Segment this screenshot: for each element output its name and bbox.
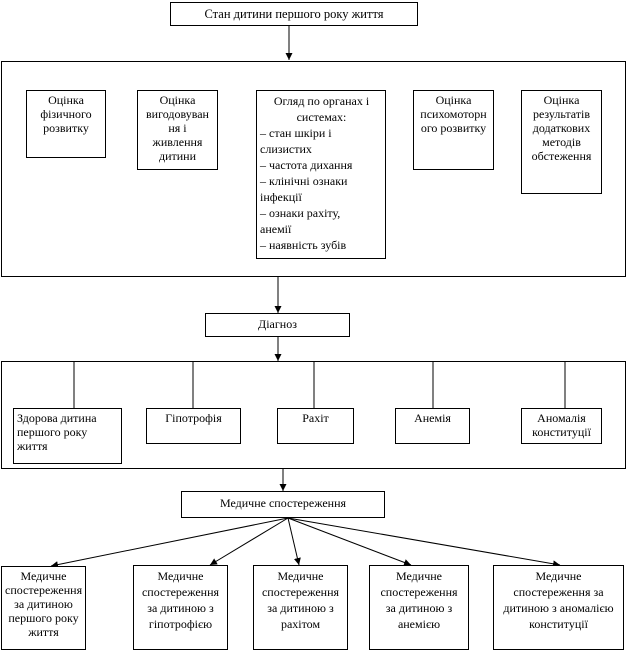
observation-anomaly-box: Медичне спостереження за дитиною з анома… (493, 565, 624, 650)
diagnosis-hypotrophy-box: Гіпотрофія (146, 408, 241, 444)
arrow-obs-anomaly (287, 517, 561, 568)
diagnosis-box: Діагноз (205, 313, 350, 337)
title-text: Стан дитини першого року життя (204, 7, 384, 21)
organ-exam-box: Огляд по органах і системах: – стан шкір… (256, 90, 386, 259)
observation-box: Медичне спостереження (181, 491, 385, 518)
observation-label: Медичне спостереження (219, 496, 347, 510)
diagnosis-label: Діагноз (258, 317, 297, 331)
observation-hypotrophy-box: Медичне спостереження за дитиною з гіпот… (133, 565, 228, 650)
observation-healthy-box: Медичне спостереження за дитиною першого… (1, 566, 86, 650)
title-box: Стан дитини першого року життя (170, 2, 418, 26)
arrow-obs-anemia (287, 517, 412, 566)
arrow-obs-hypotrophy (209, 517, 289, 566)
psychomotor-assessment-box: Оцінка психомоторн ого розвитку (413, 90, 494, 170)
diagnosis-healthy-box: Здорова дитина першого року життя (13, 408, 122, 464)
physical-assessment-box: Оцінка фізичного розвитку (26, 90, 106, 158)
arrow-obs-rickets (287, 517, 301, 566)
diagnosis-anemia-box: Анемія (395, 408, 470, 444)
additional-methods-box: Оцінка результатів додаткових методів об… (521, 90, 602, 194)
diagnosis-rickets-box: Рахіт (277, 408, 354, 444)
diagnosis-anomaly-box: Аномалія конституції (521, 408, 602, 444)
feeding-assessment-box: Оцінка вигодовуван ня і живлення дитини (137, 90, 218, 170)
arrow-obs-healthy (50, 517, 289, 569)
observation-rickets-box: Медичне спостереження за дитиною з рахіт… (253, 565, 348, 650)
observation-anemia-box: Медичне спостереження за дитиною з анемі… (369, 565, 469, 650)
